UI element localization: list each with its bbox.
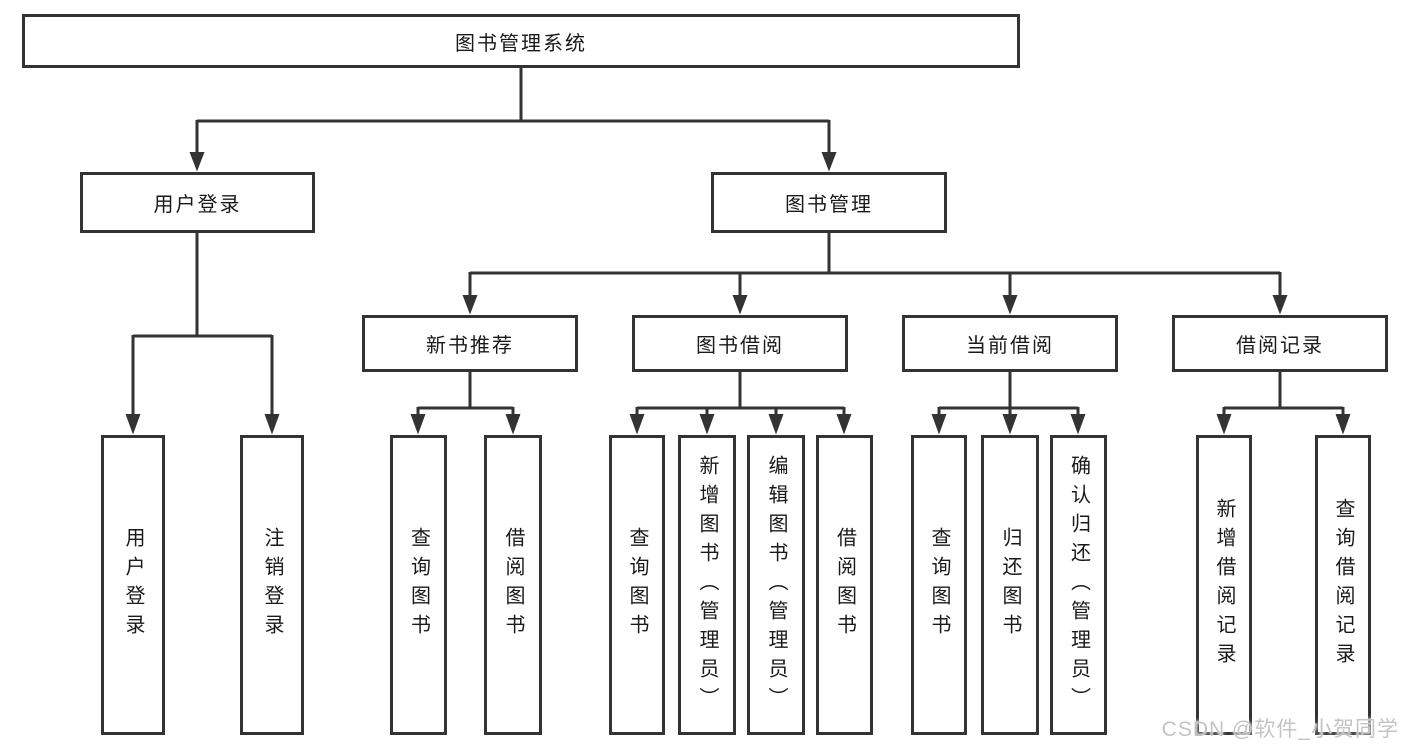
leaf-query-borrow-record: 查询借阅记录 xyxy=(1315,435,1371,735)
leaf-logout: 注销登录 xyxy=(240,435,304,735)
leaf-add-books-admin: 新增图书（管理员） xyxy=(678,435,736,735)
node-root-system: 图书管理系统 xyxy=(22,14,1020,68)
leaf-query-books-1: 查询图书 xyxy=(390,435,447,735)
node-new-book-recommend: 新书推荐 xyxy=(362,315,578,372)
node-borrow-records: 借阅记录 xyxy=(1172,315,1388,372)
leaf-query-books-2: 查询图书 xyxy=(609,435,665,735)
leaf-confirm-return-admin: 确认归还（管理员） xyxy=(1050,435,1107,735)
node-book-borrow: 图书借阅 xyxy=(632,315,848,372)
leaf-edit-books-admin: 编辑图书（管理员） xyxy=(747,435,805,735)
connector-lines xyxy=(131,68,1345,418)
node-current-borrow: 当前借阅 xyxy=(902,315,1118,372)
leaf-add-borrow-record: 新增借阅记录 xyxy=(1196,435,1252,735)
node-user-login-branch: 用户登录 xyxy=(80,172,315,233)
node-book-management-branch: 图书管理 xyxy=(711,172,947,233)
watermark: CSDN @软件_小贺同学 xyxy=(1161,718,1399,741)
leaf-query-books-3: 查询图书 xyxy=(911,435,967,735)
leaf-borrow-books-1: 借阅图书 xyxy=(484,435,542,735)
connector-arrowheads xyxy=(125,152,1351,435)
leaf-borrow-books-2: 借阅图书 xyxy=(816,435,873,735)
leaf-return-books: 归还图书 xyxy=(981,435,1039,735)
leaf-user-login: 用户登录 xyxy=(101,435,165,735)
